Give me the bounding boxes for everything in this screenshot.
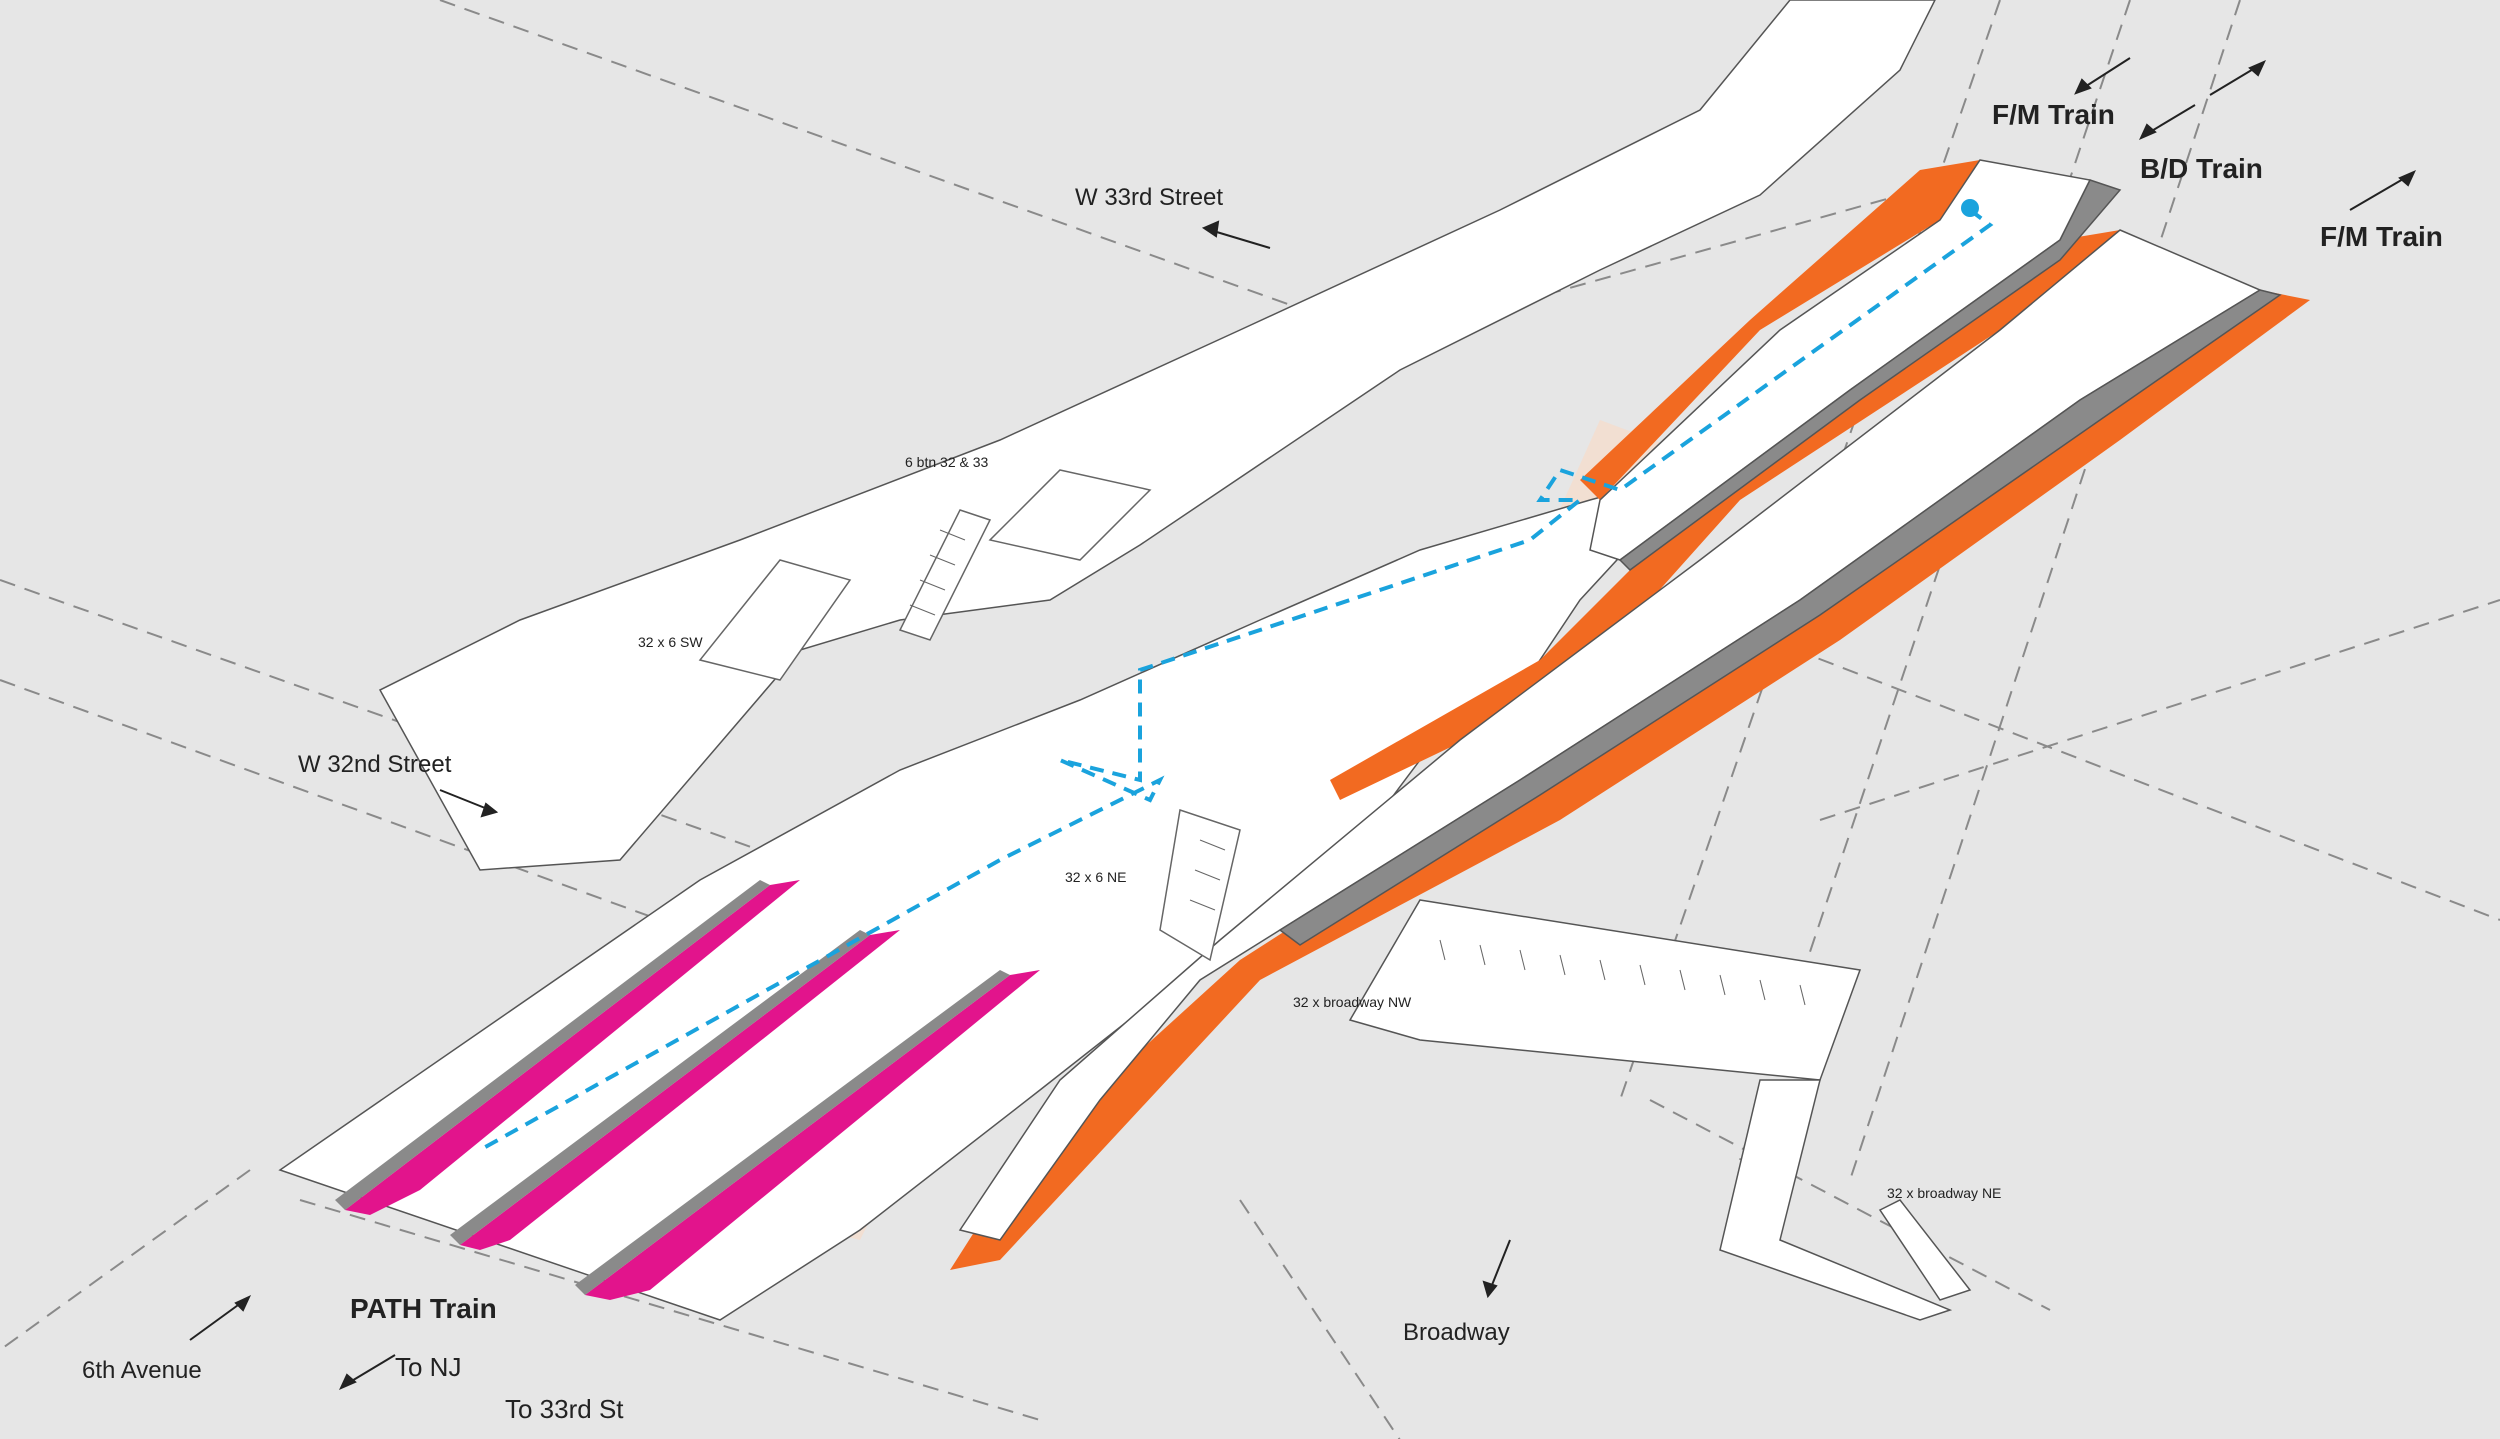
label-broadway: Broadway <box>1403 1319 1510 1346</box>
route-start-dot <box>1961 199 1979 217</box>
track-platforms <box>958 159 2282 1241</box>
direction-arrows <box>189 57 2416 1390</box>
label-broadway-nw: 32 x broadway NW <box>1293 994 1412 1010</box>
label-fm-top: F/M Train <box>1992 99 2115 130</box>
label-path: PATH Train <box>350 1293 497 1324</box>
label-w33: W 33rd Street <box>1075 184 1223 211</box>
label-btn-32-33: 6 btn 32 & 33 <box>905 454 989 470</box>
label-fm-right: F/M Train <box>2320 221 2443 252</box>
walking-route <box>479 208 1994 1152</box>
label-6th-ave: 6th Avenue <box>82 1357 202 1384</box>
label-bd: B/D Train <box>2140 153 2263 184</box>
label-to-nj: To NJ <box>395 1352 461 1382</box>
label-32x6-sw: 32 x 6 SW <box>638 634 703 650</box>
label-to-33rd: To 33rd St <box>505 1394 624 1424</box>
orange-tracks <box>950 160 2310 1270</box>
label-broadway-ne: 32 x broadway NE <box>1887 1185 2001 1201</box>
labels: W 33rd Street W 32nd Street 6th Avenue B… <box>82 99 2443 1424</box>
stairs <box>698 469 1241 962</box>
label-w32: W 32nd Street <box>298 751 452 778</box>
label-32x6-ne: 32 x 6 NE <box>1065 869 1126 885</box>
broadway-corridor <box>1348 899 1972 1321</box>
path-tracks <box>335 880 1040 1300</box>
stair-hatching <box>909 529 1806 1006</box>
